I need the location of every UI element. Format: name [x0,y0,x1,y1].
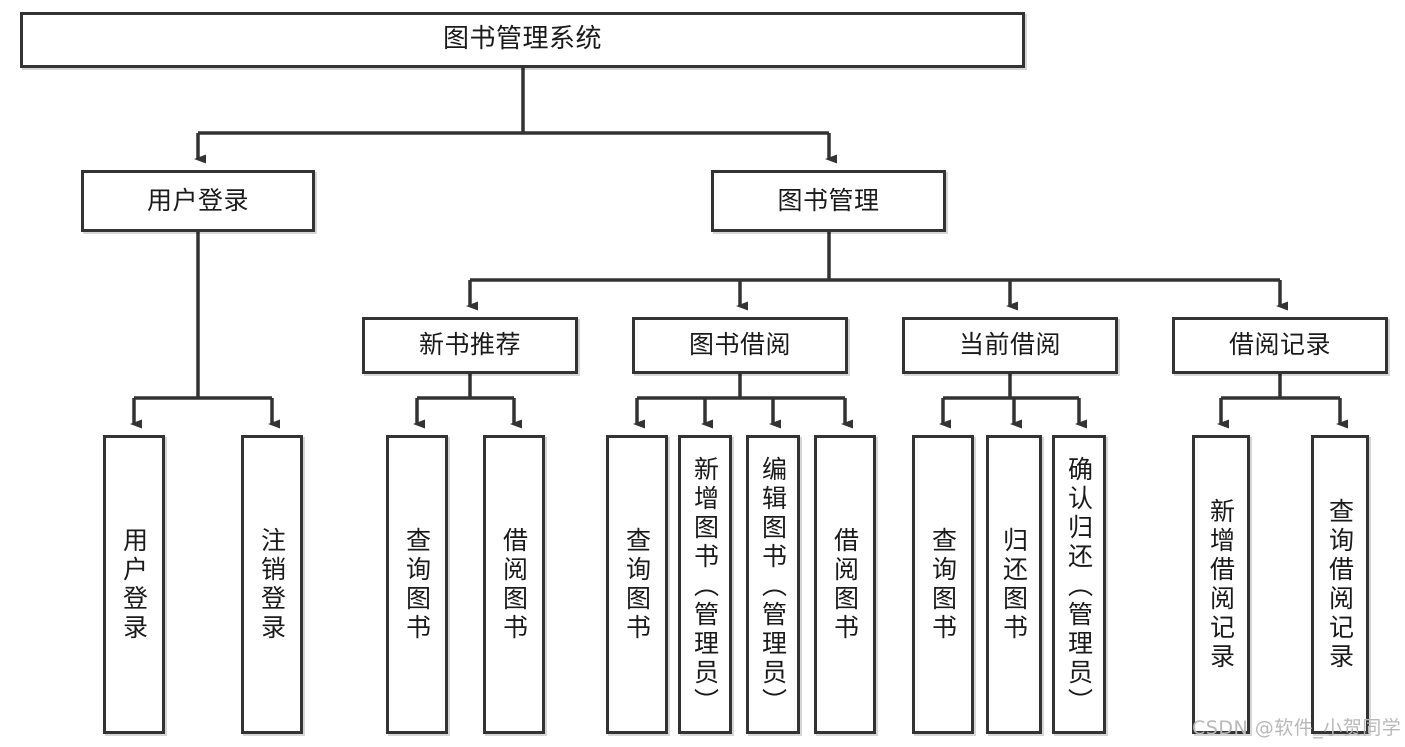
node-label: 新增借阅记录 [1206,497,1236,672]
node-leaf-query-book-3[interactable]: 查询图书 [912,435,974,734]
node-label: 注销登录 [257,526,287,643]
node-current-borrow[interactable]: 当前借阅 [902,317,1118,374]
node-label: 图书管理 [777,185,880,215]
node-label: 查询图书 [622,526,652,643]
watermark-text: CSDN @软件_小贺同学 [1192,717,1402,739]
node-leaf-add-record[interactable]: 新增借阅记录 [1192,435,1250,734]
node-borrow-record[interactable]: 借阅记录 [1172,317,1388,374]
node-label: 借阅图书 [830,526,860,643]
node-leaf-confirm-return[interactable]: 确认归还（管理员） [1052,435,1106,734]
node-label: 借阅记录 [1228,330,1331,360]
node-label: 查询借阅记录 [1325,497,1355,672]
node-leaf-query-book-2[interactable]: 查询图书 [606,435,668,734]
node-leaf-return-book[interactable]: 归还图书 [986,435,1042,734]
node-leaf-edit-book[interactable]: 编辑图书（管理员） [746,435,800,734]
node-leaf-add-book[interactable]: 新增图书（管理员） [678,435,732,734]
node-new-book-recommend[interactable]: 新书推荐 [362,317,578,374]
node-label: 查询图书 [928,526,958,643]
node-label: 确认归还（管理员） [1064,456,1094,717]
node-book-manage[interactable]: 图书管理 [711,170,946,232]
node-label: 用户登录 [146,185,249,215]
node-label: 当前借阅 [958,330,1061,360]
node-leaf-borrow-book-1[interactable]: 借阅图书 [483,435,545,734]
node-label: 新增图书（管理员） [690,456,720,717]
node-leaf-query-record[interactable]: 查询借阅记录 [1311,435,1369,734]
node-leaf-borrow-book-2[interactable]: 借阅图书 [814,435,876,734]
node-label: 图书管理系统 [442,24,602,55]
node-label: 用户登录 [119,526,149,643]
node-leaf-logout[interactable]: 注销登录 [241,435,303,734]
node-label: 归还图书 [999,526,1029,643]
node-label: 图书借阅 [688,330,791,360]
node-leaf-user-login[interactable]: 用户登录 [103,435,165,734]
node-label: 新书推荐 [418,330,521,360]
node-label: 借阅图书 [499,526,529,643]
node-label: 编辑图书（管理员） [758,456,788,717]
node-user-login[interactable]: 用户登录 [81,170,315,232]
node-label: 查询图书 [402,526,432,643]
node-leaf-query-book-1[interactable]: 查询图书 [386,435,448,734]
node-book-borrow[interactable]: 图书借阅 [632,317,848,374]
node-root[interactable]: 图书管理系统 [20,12,1025,68]
